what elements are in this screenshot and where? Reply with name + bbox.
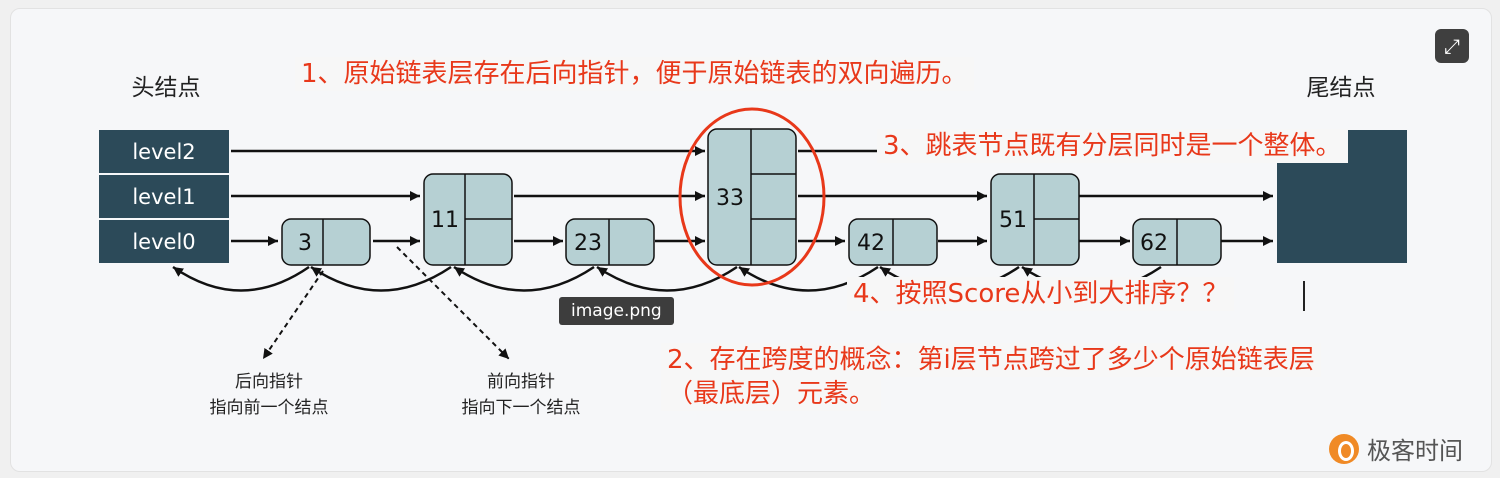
forward-pointer-desc: 指向下一个结点 (462, 398, 581, 418)
backward-arrow (453, 265, 595, 292)
level-label: level0 (132, 230, 195, 254)
expand-icon[interactable]: ⤢ (1435, 29, 1469, 63)
backward-arrow (310, 265, 452, 292)
node-value: 51 (999, 208, 1027, 233)
node-51: 51 (990, 173, 1080, 266)
backward-arrow (172, 265, 310, 292)
highlight-circle (678, 107, 826, 287)
skiplist-diagram: 头结点 尾结点 level2 level1 level0 3 (99, 75, 1407, 418)
logo-icon (1329, 433, 1359, 464)
node-62: 62 (1132, 218, 1222, 266)
head-node: level2 level1 level0 (99, 130, 229, 263)
node-value: 42 (857, 231, 885, 256)
annotation-2-line2: （最底层）元素。 (661, 377, 882, 411)
image-filename-tooltip: image.png (559, 297, 674, 325)
annotation-4: 4、按照Score从小到大排序？？ (847, 277, 1235, 311)
level0-cell (99, 220, 229, 263)
annotation-1: 1、原始链表层存在后向指针，便于原始链表的双向遍历。 (295, 57, 974, 91)
level-label: level2 (132, 140, 195, 164)
node-3: 3 (281, 218, 371, 266)
node-value: 11 (431, 208, 459, 233)
node-box (707, 128, 797, 266)
node-42: 42 (848, 218, 938, 266)
backward-pointer-desc: 指向前一个结点 (210, 398, 329, 418)
node-33: 33 (707, 128, 797, 266)
level1-cell (99, 175, 229, 218)
node-value: 3 (298, 231, 312, 256)
brand-name: 极客时间 (1367, 437, 1463, 465)
annotation-3: 3、跳表节点既有分层同时是一个整体。 (877, 129, 1348, 163)
annotation-2-line1: 2、存在跨度的概念：第i层节点跨过了多少个原始链表层 (661, 343, 1321, 377)
node-23: 23 (565, 218, 655, 266)
node-value: 33 (716, 186, 744, 211)
backward-pointer-label: 后向指针 (235, 372, 303, 392)
node-box (565, 218, 655, 266)
head-label: 头结点 (132, 75, 201, 101)
backward-pointer-callout (262, 270, 324, 360)
node-value: 23 (574, 231, 602, 256)
level-label: level1 (132, 185, 195, 209)
backward-arrow (738, 265, 879, 292)
forward-pointer-label: 前向指针 (487, 372, 555, 392)
node-11: 11 (423, 173, 513, 266)
figure-frame: 头结点 尾结点 level2 level1 level0 3 (10, 8, 1492, 472)
level2-cell (99, 130, 229, 173)
backward-arrow (596, 265, 738, 292)
node-value: 62 (1140, 231, 1168, 256)
node-box (281, 218, 371, 266)
brand-logo: 极客时间 (1329, 431, 1463, 466)
text-cursor (1303, 281, 1305, 311)
tail-label: 尾结点 (1307, 75, 1376, 101)
